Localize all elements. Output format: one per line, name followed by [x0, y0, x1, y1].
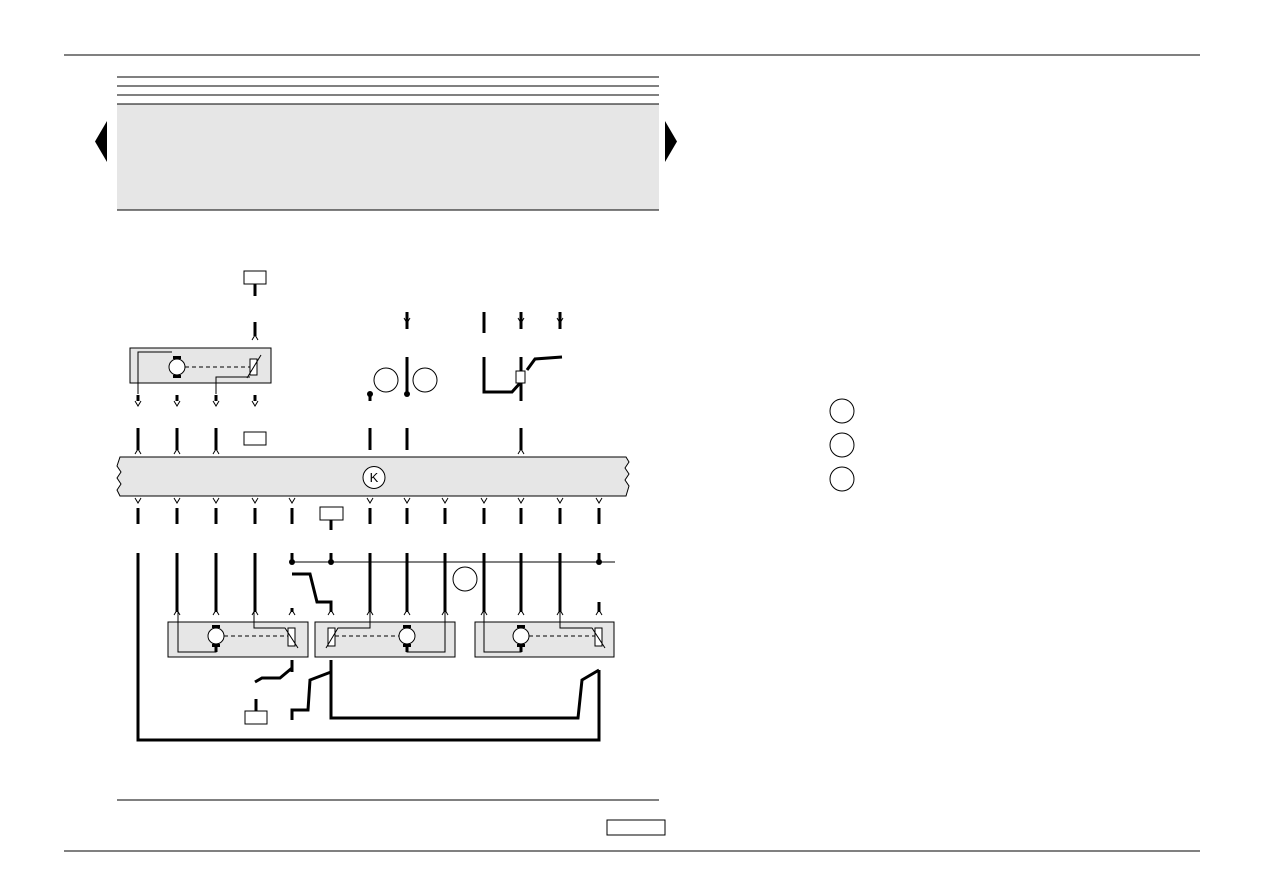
control-unit-label: K — [370, 470, 379, 485]
junction-dot — [289, 559, 295, 565]
lower-module-middle — [314, 612, 456, 658]
prev-page-arrow[interactable] — [95, 121, 107, 162]
control-unit-symbol — [362, 466, 386, 489]
junction-dot — [328, 559, 334, 565]
relay-symbol — [515, 370, 526, 384]
reference-circle — [373, 367, 399, 393]
lower-module-right — [474, 612, 615, 658]
control-unit: K — [116, 456, 630, 497]
legend-marker-1 — [829, 398, 855, 424]
legend-marker-2 — [829, 432, 855, 458]
next-page-arrow[interactable] — [665, 121, 677, 162]
terminal-box — [243, 270, 267, 285]
lower-module-left — [167, 612, 309, 658]
terminal-box — [244, 710, 268, 725]
junction-dot — [596, 559, 602, 565]
junction-dot — [367, 391, 373, 397]
page-number-box — [606, 819, 666, 836]
terminal-box — [243, 431, 267, 446]
header-block — [117, 76, 659, 211]
junction-dot — [404, 391, 410, 397]
terminal-box — [319, 506, 344, 521]
motor-symbol — [168, 358, 186, 376]
legend-marker-3 — [829, 466, 855, 492]
reference-circle — [412, 367, 438, 393]
top-motor-module — [129, 347, 272, 394]
legend — [829, 398, 855, 492]
reference-circle — [452, 566, 478, 592]
connector-arrows — [134, 317, 603, 616]
